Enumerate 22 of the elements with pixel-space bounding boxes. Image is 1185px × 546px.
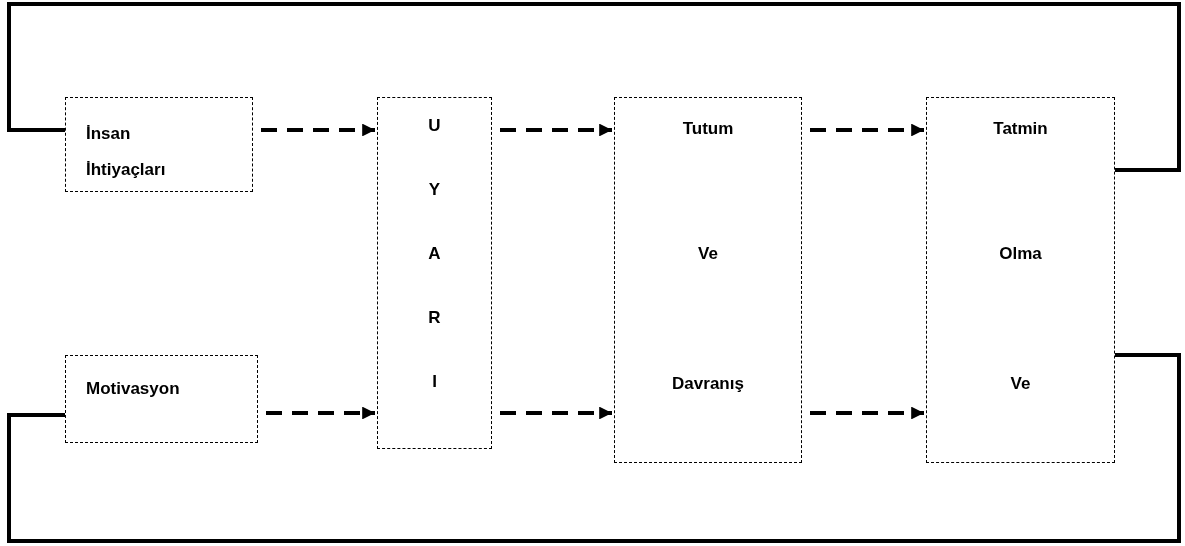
- arrow: [810, 123, 924, 137]
- box-label: Olma: [998, 244, 1043, 264]
- dashed-box: [614, 97, 802, 463]
- arrow: [500, 123, 612, 137]
- dashed-box: [377, 97, 492, 449]
- box-label: İnsan İhtiyaçları: [86, 123, 167, 181]
- box-label: UYARI: [427, 115, 442, 393]
- box-label: Ve: [1009, 374, 1032, 394]
- arrow: [500, 406, 612, 420]
- dashed-box: [65, 97, 253, 192]
- feedback-line: [7, 353, 1181, 543]
- box-label: Davranış: [671, 374, 745, 394]
- box-label: Tutum: [681, 119, 735, 139]
- arrow: [266, 406, 375, 420]
- arrow: [261, 123, 375, 137]
- dashed-box: [65, 355, 258, 443]
- dashed-box: [926, 97, 1115, 463]
- arrow: [810, 406, 924, 420]
- feedback-line: [7, 2, 1181, 172]
- box-label: Tatmin: [992, 119, 1049, 139]
- box-label: Motivasyon: [86, 379, 180, 399]
- box-label: Ve: [697, 244, 719, 264]
